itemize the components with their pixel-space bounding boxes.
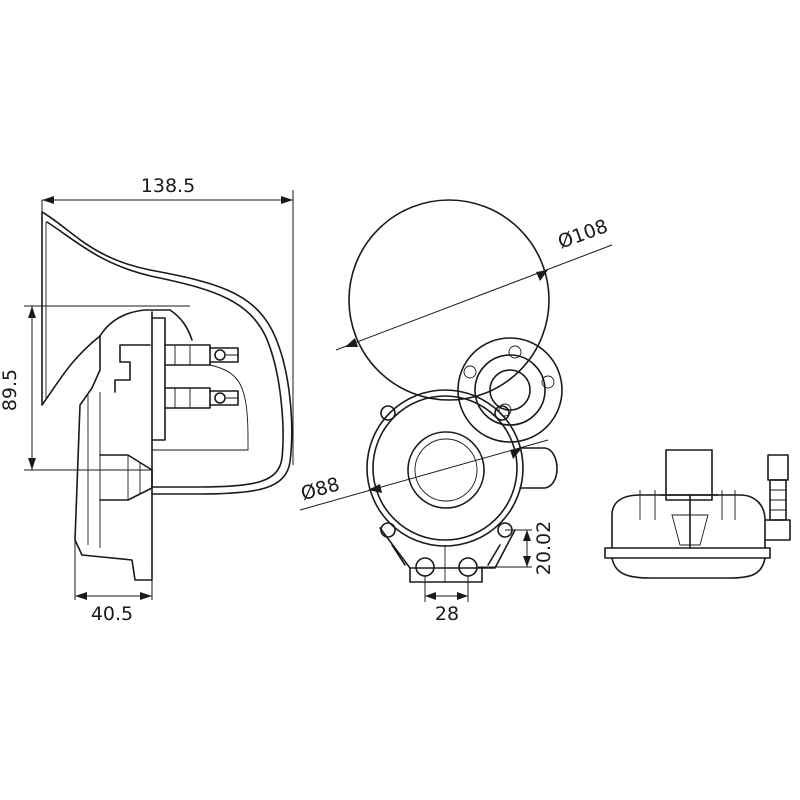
dim-mount-spacing: 28	[424, 576, 469, 625]
length-label: 138.5	[141, 175, 195, 197]
dim-body-diameter: Ø88	[299, 439, 549, 511]
height-label: 89.5	[0, 369, 21, 411]
dim-horn-diameter: Ø108	[335, 215, 613, 351]
dim-height: 89.5	[0, 305, 190, 471]
front-view	[348, 199, 563, 583]
dim-depth: 40.5	[74, 540, 153, 625]
dim-length: 138.5	[41, 175, 294, 465]
horn-diameter-label: Ø108	[555, 215, 611, 253]
mount-spacing-label: 28	[435, 603, 459, 625]
mount-offset-label: 20.02	[533, 521, 555, 575]
side-view	[41, 211, 293, 581]
rear-view	[604, 449, 791, 579]
depth-label: 40.5	[91, 603, 133, 625]
dim-mount-offset: 20.02	[478, 521, 555, 575]
